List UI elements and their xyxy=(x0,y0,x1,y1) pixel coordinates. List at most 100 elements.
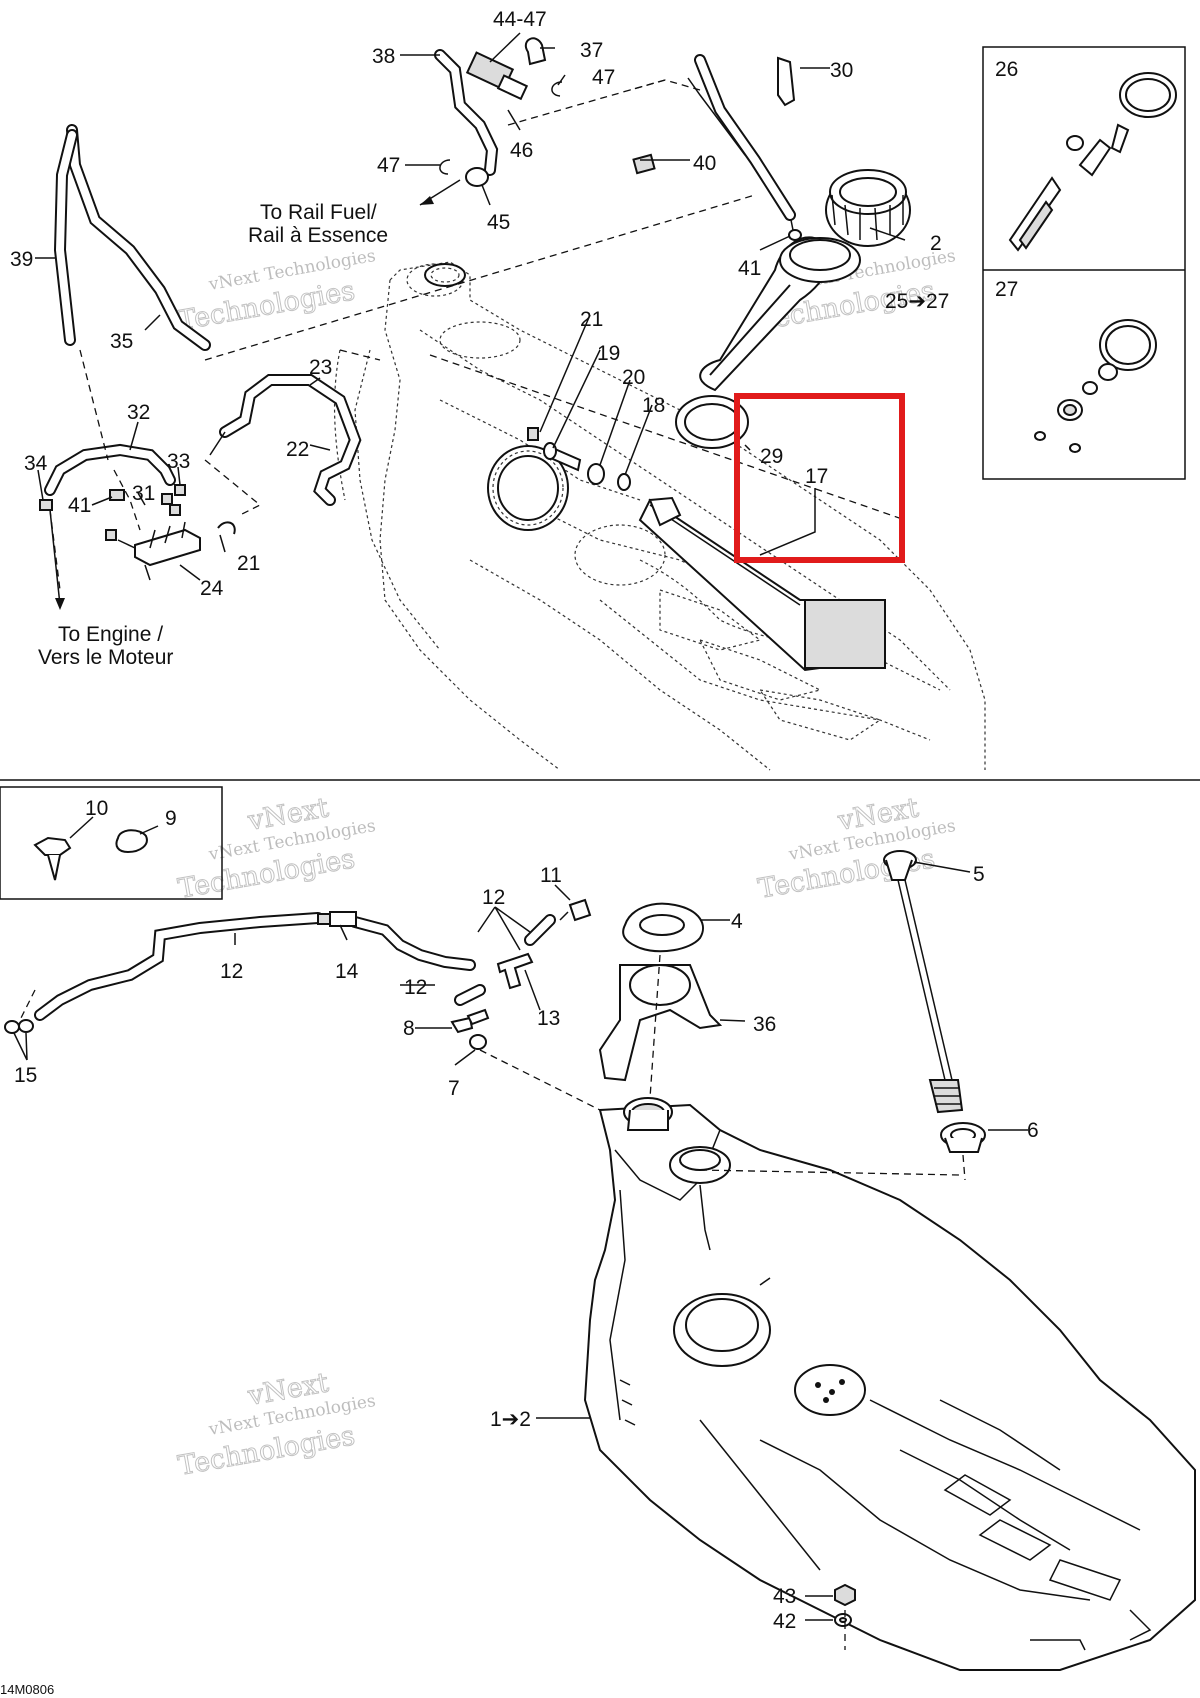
label-4: 4 xyxy=(731,910,743,933)
tee-fitting-13 xyxy=(496,952,534,990)
label-40: 40 xyxy=(693,152,716,175)
label-17: 17 xyxy=(805,465,828,488)
label-34: 34 xyxy=(24,452,48,475)
direction-notes: To Rail Fuel/ Rail à Essence To Engine /… xyxy=(38,201,388,669)
label-12: 12 xyxy=(482,886,505,909)
label-41: 41 xyxy=(738,257,761,280)
tank-filler-neck-top xyxy=(424,263,466,287)
highlight-box xyxy=(734,393,905,563)
grommet-20 xyxy=(587,463,605,485)
clamp-41 xyxy=(109,489,125,501)
label-41: 41 xyxy=(68,494,91,517)
label-47: 47 xyxy=(377,154,400,177)
note-vers-le-moteur: Vers le Moteur xyxy=(38,646,173,669)
label-2: 2 xyxy=(930,232,942,255)
connector-40 xyxy=(632,153,656,175)
label-21: 21 xyxy=(237,552,260,575)
label-8: 8 xyxy=(403,1017,415,1040)
label-1-2: 1➔2 xyxy=(490,1408,531,1431)
fuel-pump-lock-ring xyxy=(825,169,911,247)
fitting-21-top xyxy=(527,427,539,441)
clip-47b xyxy=(439,159,451,175)
inset-box-26-27 xyxy=(982,46,1186,480)
label-13: 13 xyxy=(537,1007,560,1030)
label-5: 5 xyxy=(973,863,985,886)
label-12: 12 xyxy=(220,960,243,983)
label-26: 26 xyxy=(995,58,1018,81)
label-37: 37 xyxy=(580,39,603,62)
clamp-33 xyxy=(174,484,186,496)
fuel-hose-39-35 xyxy=(53,124,211,351)
fuel-cap-4 xyxy=(622,902,704,953)
label-10: 10 xyxy=(85,797,108,820)
label-23: 23 xyxy=(309,356,332,379)
label-32: 32 xyxy=(127,401,150,424)
label-12: 12 xyxy=(404,976,427,999)
label-42: 42 xyxy=(773,1610,796,1633)
label-7: 7 xyxy=(448,1077,460,1100)
label-25-27: 25➔27 xyxy=(885,290,949,313)
arrow-to-engine xyxy=(49,509,65,610)
clamps-15 xyxy=(4,1019,34,1034)
clip-47a xyxy=(551,81,563,97)
label-21: 21 xyxy=(580,308,603,331)
note-rail-essence: Rail à Essence xyxy=(248,224,388,247)
washer-42 xyxy=(834,1613,852,1627)
label-33: 33 xyxy=(167,450,190,473)
fuel-manifold-24 xyxy=(105,493,201,581)
grommet-18 xyxy=(617,473,631,491)
bottom-connection-lines xyxy=(19,954,966,1650)
check-valve-14 xyxy=(317,911,357,927)
fuel-tank-vent-hose-12 xyxy=(34,912,556,1021)
label-31: 31 xyxy=(132,482,155,505)
hose-32 xyxy=(44,443,176,496)
filler-bracket-36 xyxy=(598,964,723,1082)
label-29: 29 xyxy=(760,445,783,468)
label-44-47: 44-47 xyxy=(493,8,547,31)
clamp-37 xyxy=(524,37,547,66)
part-labels: 44-47 38 37 47 46 47 45 40 30 26 27 2 41… xyxy=(10,8,1039,1633)
arrow-to-rail-fuel xyxy=(419,179,461,206)
label-30: 30 xyxy=(830,59,853,82)
label-46: 46 xyxy=(510,139,533,162)
fuel-pump-seal-ring xyxy=(675,395,749,449)
label-39: 39 xyxy=(10,248,33,271)
grommet-7 xyxy=(469,1034,487,1050)
vent-hose-22-23 xyxy=(219,374,362,506)
fuel-tank-main xyxy=(583,1097,1196,1671)
label-22: 22 xyxy=(286,438,309,461)
fitting-11 xyxy=(559,898,592,922)
grommet-6 xyxy=(940,1122,986,1153)
fuel-pump-seal-ring-tank xyxy=(487,445,569,531)
label-11: 11 xyxy=(540,864,562,887)
label-47: 47 xyxy=(592,66,615,89)
label-43: 43 xyxy=(773,1585,796,1608)
label-27: 27 xyxy=(995,278,1018,301)
note-to-engine: To Engine / xyxy=(58,623,163,646)
note-rail-fuel: To Rail Fuel/ xyxy=(260,201,377,224)
label-24: 24 xyxy=(200,577,224,600)
label-14: 14 xyxy=(335,960,359,983)
label-19: 19 xyxy=(597,342,620,365)
inset-box-9-10 xyxy=(0,786,223,900)
label-20: 20 xyxy=(622,366,645,389)
label-15: 15 xyxy=(14,1064,37,1087)
fuel-level-sensor-5 xyxy=(883,850,964,1114)
label-35: 35 xyxy=(110,330,133,353)
fuel-pump-assembly xyxy=(687,54,861,392)
nut-43 xyxy=(834,1583,856,1607)
elbow-8 xyxy=(450,1008,490,1034)
clamp-34 xyxy=(39,499,53,511)
fuel-level-sender xyxy=(638,496,886,672)
clip-30 xyxy=(777,56,796,107)
label-18: 18 xyxy=(642,394,665,417)
clamp-21b xyxy=(217,521,236,535)
label-45: 45 xyxy=(487,211,510,234)
fuel-hose-38 xyxy=(434,49,529,187)
diagram-code: 14M0806 xyxy=(0,1682,54,1697)
label-38: 38 xyxy=(372,45,395,68)
label-9: 9 xyxy=(165,807,177,830)
label-36: 36 xyxy=(753,1013,776,1036)
